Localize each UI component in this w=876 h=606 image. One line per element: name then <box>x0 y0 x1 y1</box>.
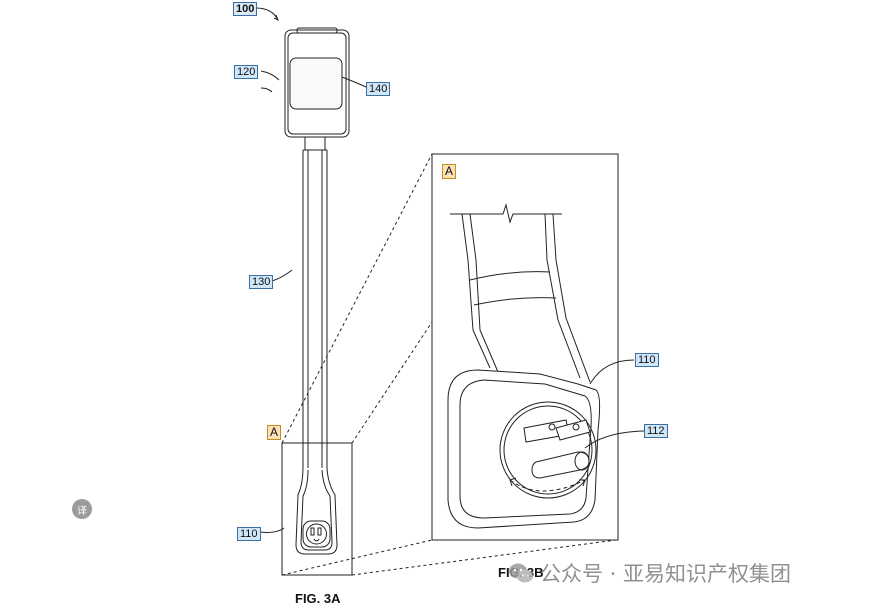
housing-neck <box>303 137 327 151</box>
housing-120 <box>284 27 350 138</box>
ref-label-110-3a: 110 <box>237 527 261 541</box>
watermark-text: 公众号 · 亚易知识产权集团 <box>540 562 792 586</box>
detail-box-a <box>281 442 353 576</box>
ref-label-140: 140 <box>366 82 391 96</box>
ref-label-120: 120 <box>234 65 259 79</box>
detail-projection-lines <box>281 153 617 576</box>
detail-frame-3b <box>431 153 619 541</box>
ref-label-130: 130 <box>249 275 274 289</box>
leader-lines-3a <box>255 7 367 533</box>
cord-130 <box>302 150 328 468</box>
detail-flag-a-3a: A <box>267 425 282 440</box>
translate-button[interactable]: 译 <box>72 499 92 519</box>
wechat-logo-icon <box>509 563 533 583</box>
watermark: 公众号 · 亚易知识产权集团 <box>508 558 791 588</box>
detail-flag-a-3b: A <box>442 164 457 179</box>
plug-end-110 <box>295 467 338 555</box>
enlarged-plug-end-110 <box>447 203 601 529</box>
caption-fig-3a: FIG. 3A <box>295 591 341 606</box>
ref-label-100: 100 <box>233 2 258 16</box>
ref-label-112: 112 <box>644 424 668 438</box>
ref-label-110-3b: 110 <box>635 353 659 367</box>
leader-lines-3b <box>584 359 645 449</box>
